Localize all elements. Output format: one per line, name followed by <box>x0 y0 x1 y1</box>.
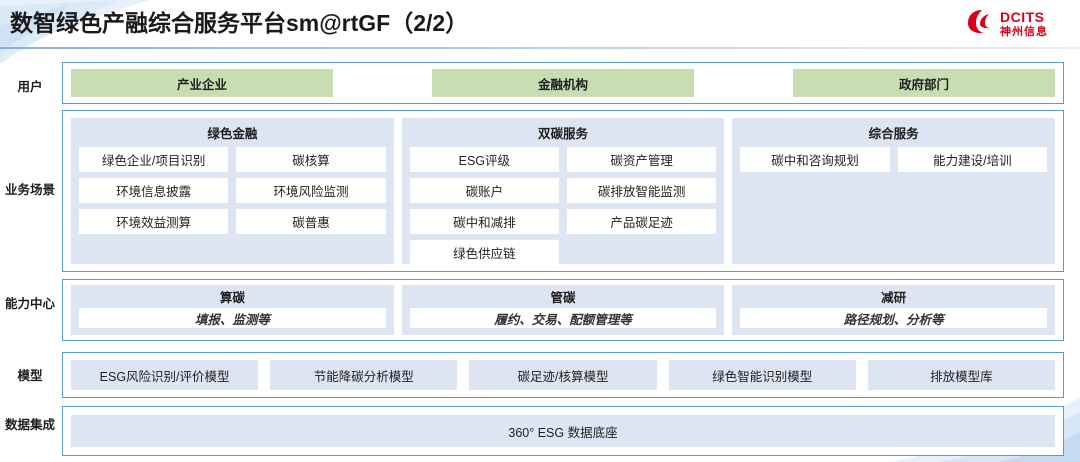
group-subtitle[interactable]: 路径规划、分析等 <box>740 308 1048 328</box>
group-title: 算碳 <box>219 291 245 305</box>
group-title: 减研 <box>881 291 907 305</box>
data-foundation-item[interactable]: 360° ESG 数据底座 <box>71 415 1055 447</box>
data-panel: 360° ESG 数据底座 <box>62 406 1064 456</box>
user-group-financial[interactable]: 金融机构 <box>432 69 694 97</box>
model-item[interactable]: 绿色智能识别模型 <box>668 360 856 390</box>
scenario-item[interactable]: 环境效益测算 <box>79 209 229 234</box>
scenarios-panel: 绿色金融 绿色企业/项目识别 碳核算 环境信息披露 环境风险监测 环境效益测算 … <box>62 110 1064 272</box>
group-title: 管碳 <box>550 291 576 305</box>
dcits-logo: DCITS 神州信息 <box>968 9 1048 38</box>
users-panel: 产业企业 金融机构 政府部门 <box>62 62 1064 104</box>
scenario-item[interactable]: ESG评级 <box>409 147 559 172</box>
group-title: 双碳服务 <box>538 127 589 141</box>
scenario-item[interactable]: 碳排放智能监测 <box>567 178 717 203</box>
capability-group-reduce-research: 减研 路径规划、分析等 <box>732 285 1056 335</box>
scenario-item[interactable]: 环境信息披露 <box>79 178 229 203</box>
scenario-item[interactable]: 能力建设/培训 <box>897 147 1047 172</box>
scenario-item[interactable]: 环境风险监测 <box>236 178 386 203</box>
scenario-group-comprehensive: 综合服务 碳中和咨询规划 能力建设/培训 <box>732 118 1056 264</box>
page-title: 数智绿色产融综合服务平台sm@rtGF（2/2） <box>10 10 469 36</box>
row-label-users: 用户 <box>17 80 43 94</box>
row-label-data: 数据集成 <box>4 418 55 432</box>
group-title: 绿色金融 <box>207 127 258 141</box>
row-label-capability: 能力中心 <box>4 297 55 311</box>
group-title: 综合服务 <box>868 127 919 141</box>
model-item[interactable]: 排放模型库 <box>867 360 1056 390</box>
scenario-item[interactable]: 绿色供应链 <box>409 240 559 265</box>
model-item[interactable]: 节能降碳分析模型 <box>270 360 458 390</box>
model-item[interactable]: 碳足迹/核算模型 <box>469 360 657 390</box>
scenario-group-dual-carbon: 双碳服务 ESG评级 碳资产管理 碳账户 碳排放智能监测 碳中和减排 产品碳足迹… <box>401 118 725 265</box>
group-subtitle[interactable]: 填报、监测等 <box>79 308 386 328</box>
capability-panel: 算碳 填报、监测等 管碳 履约、交易、配额管理等 减研 路径规划、分析等 <box>62 279 1064 341</box>
page-header: 数智绿色产融综合服务平台sm@rtGF（2/2） DCITS 神州信息 <box>0 0 1080 49</box>
scenario-item[interactable]: 碳中和咨询规划 <box>740 147 890 172</box>
models-panel: ESG风险识别/评价模型 节能降碳分析模型 碳足迹/核算模型 绿色智能识别模型 … <box>62 352 1064 398</box>
scenario-item[interactable]: 碳核算 <box>236 147 386 172</box>
scenario-item[interactable]: 碳中和减排 <box>409 209 559 234</box>
scenario-item[interactable]: 产品碳足迹 <box>567 209 717 234</box>
group-subtitle[interactable]: 履约、交易、配额管理等 <box>409 308 717 328</box>
scenario-item[interactable]: 碳资产管理 <box>567 147 717 172</box>
scenario-group-green-finance: 绿色金融 绿色企业/项目识别 碳核算 环境信息披露 环境风险监测 环境效益测算 … <box>71 118 394 264</box>
user-group-industry[interactable]: 产业企业 <box>71 69 333 97</box>
model-item[interactable]: ESG风险识别/评价模型 <box>71 360 259 390</box>
scenario-item[interactable]: 碳账户 <box>409 178 559 203</box>
scenario-item[interactable]: 绿色企业/项目识别 <box>79 147 229 172</box>
svg-text:DCITS: DCITS <box>1000 9 1045 25</box>
row-label-scenarios: 业务场景 <box>4 183 55 197</box>
header-divider <box>0 47 1080 49</box>
user-group-government[interactable]: 政府部门 <box>793 69 1055 97</box>
scenario-item[interactable]: 碳普惠 <box>236 209 386 234</box>
capability-group-manage-carbon: 管碳 履约、交易、配额管理等 <box>401 285 725 335</box>
capability-group-calc-carbon: 算碳 填报、监测等 <box>71 285 394 335</box>
row-label-models: 模型 <box>17 369 43 383</box>
svg-text:神州信息: 神州信息 <box>1000 24 1048 38</box>
